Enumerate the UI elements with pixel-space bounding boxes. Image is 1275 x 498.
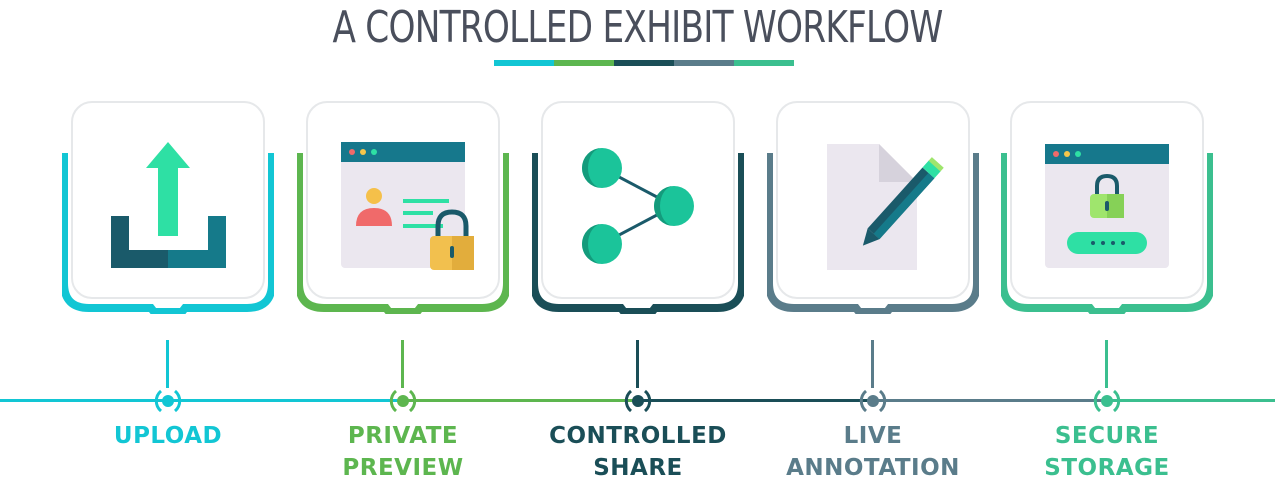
upload-icon — [111, 142, 226, 268]
card-controlled-share — [532, 101, 744, 314]
step-label-line: CONTROLLED — [549, 423, 727, 449]
share-icon — [582, 148, 694, 264]
card-upload — [62, 101, 274, 314]
step-label-line: LIVE — [843, 423, 903, 449]
step-label-line: STORAGE — [1044, 455, 1170, 481]
step-private-preview: PRIVATE PREVIEW — [297, 98, 509, 498]
title-underline — [494, 60, 794, 66]
locked-browser-profile-icon — [341, 142, 474, 270]
timeline — [0, 399, 1275, 402]
card-secure-storage — [1001, 101, 1213, 314]
step-label-line: SHARE — [593, 455, 683, 481]
step-label-upload: UPLOAD — [32, 420, 304, 452]
document-pen-icon — [827, 144, 944, 270]
timeline-node-secure-storage — [1093, 389, 1121, 413]
step-label-line: PRIVATE — [347, 423, 459, 449]
step-controlled-share: CONTROLLED SHARE — [532, 98, 744, 498]
secure-browser-password-icon — [1045, 144, 1169, 268]
step-label-controlled-share: CONTROLLED SHARE — [502, 420, 774, 484]
card-private-preview — [297, 101, 509, 314]
step-label-private-preview: PRIVATE PREVIEW — [267, 420, 539, 484]
step-label-line: UPLOAD — [113, 423, 223, 449]
step-label-live-annotation: LIVE ANNOTATION — [737, 420, 1009, 484]
step-upload: UPLOAD — [62, 98, 274, 498]
timeline-node-live-annotation — [859, 389, 887, 413]
step-label-line: SECURE — [1054, 423, 1160, 449]
card-live-annotation — [767, 101, 979, 314]
step-label-line: PREVIEW — [342, 455, 464, 481]
diagram-title: A CONTROLLED EXHIBIT WORKFLOW — [332, 2, 943, 53]
step-label-line: ANNOTATION — [786, 455, 960, 481]
step-live-annotation: LIVE ANNOTATION — [767, 98, 979, 498]
timeline-node-private-preview — [389, 389, 417, 413]
timeline-node-upload — [154, 389, 182, 413]
step-secure-storage: SECURE STORAGE — [1001, 98, 1213, 498]
timeline-node-controlled-share — [624, 389, 652, 413]
step-label-secure-storage: SECURE STORAGE — [971, 420, 1243, 484]
